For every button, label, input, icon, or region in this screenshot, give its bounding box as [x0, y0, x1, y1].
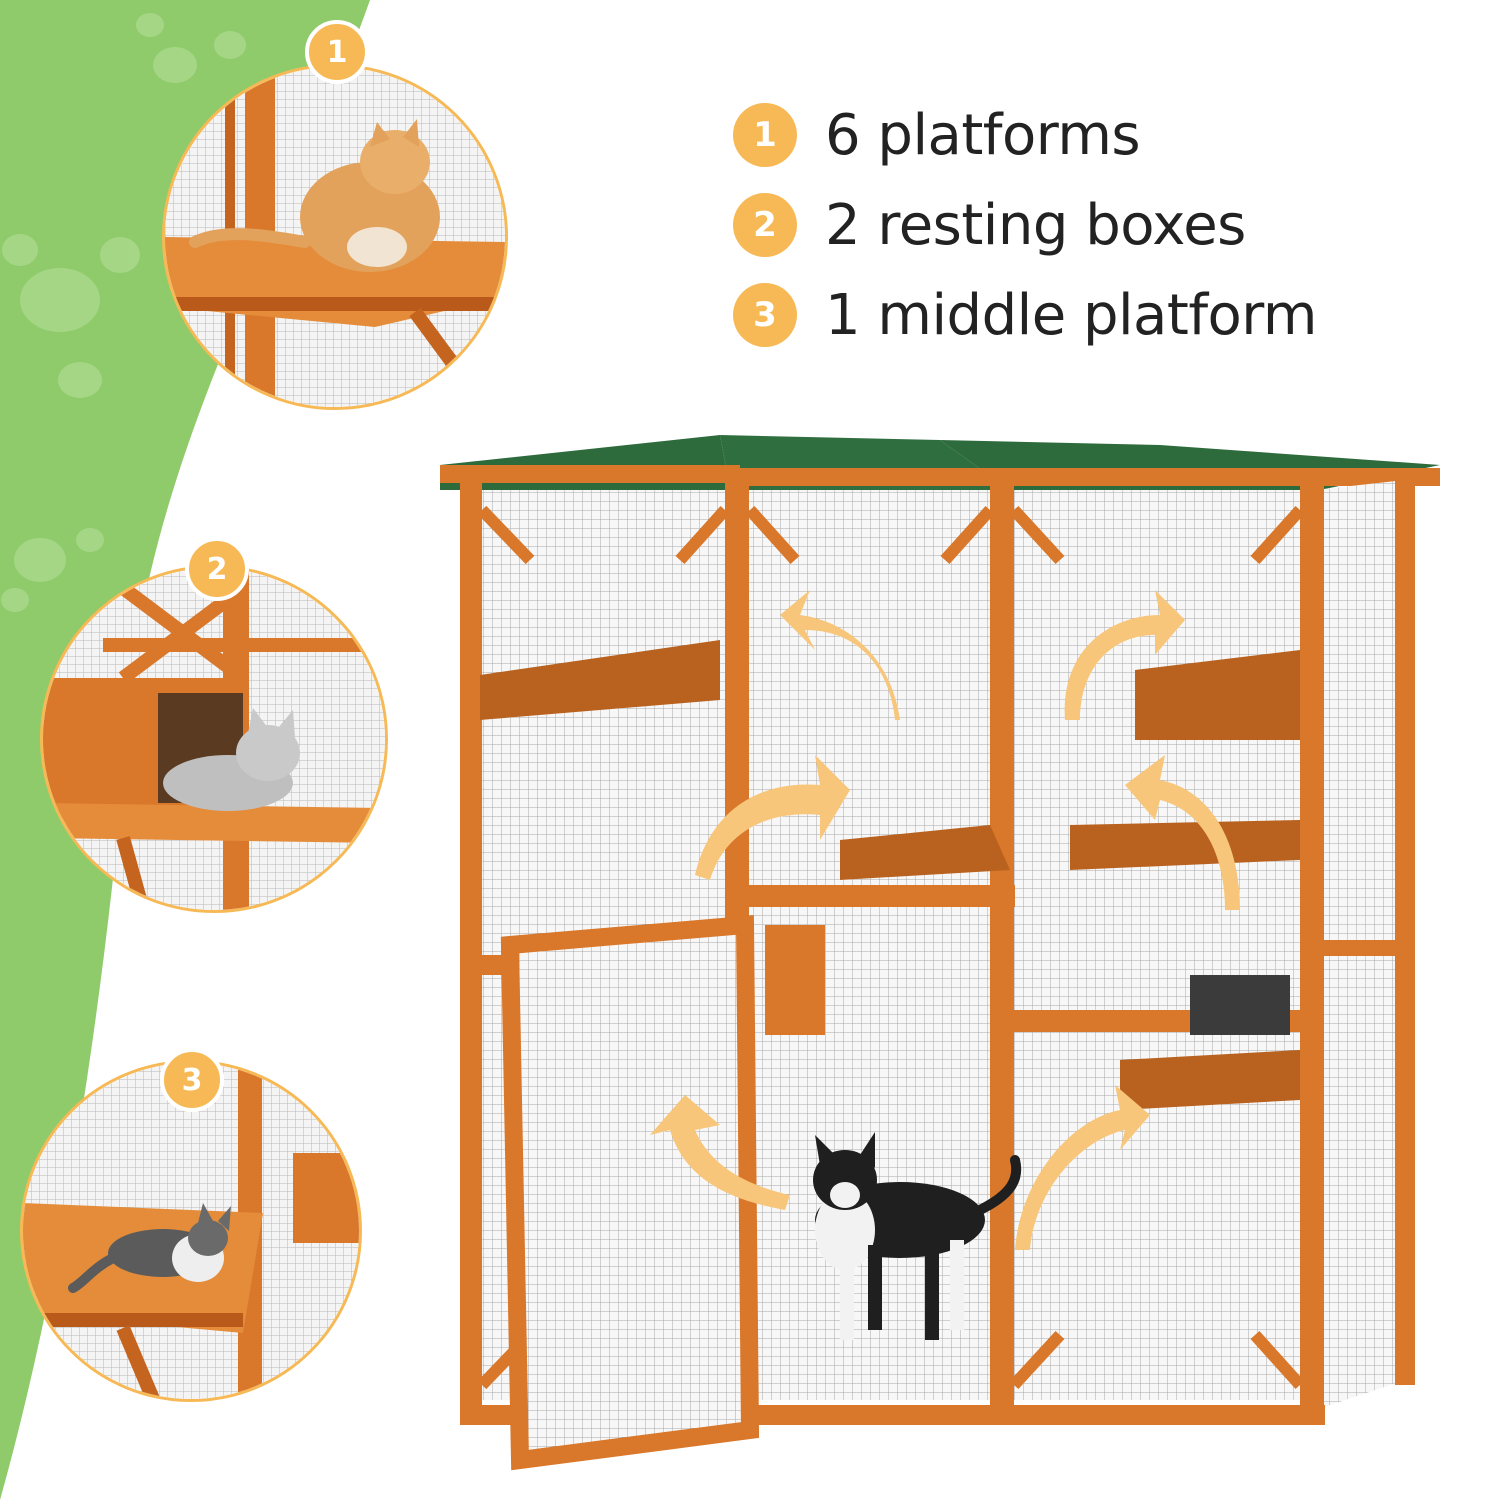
cat-enclosure: [440, 435, 1440, 1471]
detail-badge-3: 3: [160, 1048, 224, 1112]
detail-circle-middle-platform: [20, 1060, 362, 1402]
number-badge: 2: [733, 193, 797, 257]
detail-badge-2: 2: [185, 537, 249, 601]
detail-circle-resting-box: [40, 565, 388, 913]
feature-label: 2 resting boxes: [825, 192, 1246, 258]
detail-circle-platform: [162, 64, 508, 410]
paw-print-icon: [1, 13, 246, 612]
feature-item-middle-platform: 3 1 middle platform: [733, 280, 1317, 350]
feature-item-platforms: 1 6 platforms: [733, 100, 1141, 170]
feature-label: 1 middle platform: [825, 282, 1317, 348]
curved-arrow-icon: [650, 590, 1240, 1250]
detail-badge-1: 1: [305, 20, 369, 84]
number-badge: 3: [733, 283, 797, 347]
number-badge: 1: [733, 103, 797, 167]
black-white-cat: [813, 1132, 1022, 1340]
feature-label: 6 platforms: [825, 102, 1141, 168]
feature-item-resting-boxes: 2 2 resting boxes: [733, 190, 1246, 260]
